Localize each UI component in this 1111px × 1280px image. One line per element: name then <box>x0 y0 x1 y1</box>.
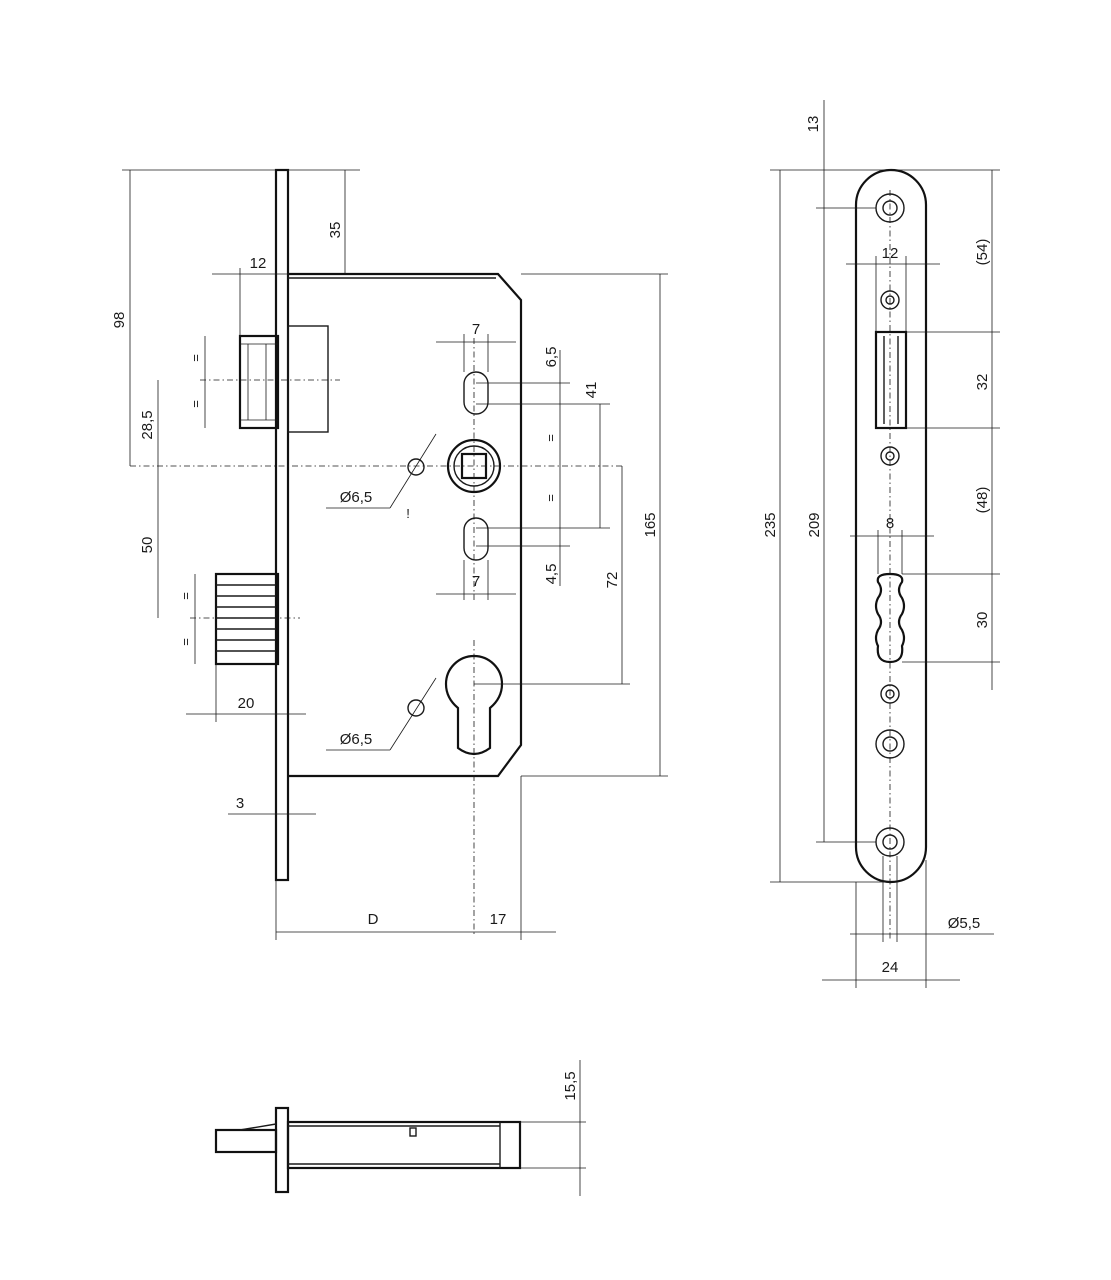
equal-mark-latch-top: = <box>188 354 203 362</box>
dim-235: 235 <box>762 512 779 537</box>
slot-top <box>463 371 489 415</box>
slot-bottom <box>463 517 489 561</box>
dim-7-bottom: 7 <box>472 573 480 590</box>
dim-13: 13 <box>805 116 822 133</box>
dim-28-5: 28,5 <box>139 410 156 439</box>
dim-backset-d: D <box>368 911 379 928</box>
dim-6-5: 6,5 <box>543 347 560 368</box>
top-latch <box>214 1128 278 1154</box>
top-view: 15,5 <box>214 1060 586 1196</box>
hole-top <box>407 458 425 476</box>
faceplate-dimensions: 13 235 209 12 (54) 32 (48) 30 8 Ø5 <box>762 100 1000 988</box>
deadbolt <box>214 572 280 666</box>
equal-mark-bolt-top: = <box>178 592 193 600</box>
front-view <box>130 168 624 935</box>
top-case <box>286 1120 522 1170</box>
top-faceplate <box>274 1106 290 1194</box>
lock-case <box>288 272 523 778</box>
dim-15-5: 15,5 <box>562 1071 579 1100</box>
dim-41: 41 <box>583 382 600 399</box>
front-faceplate <box>274 168 290 882</box>
dim-48: (48) <box>974 487 991 514</box>
dim-30: 30 <box>974 612 991 629</box>
note-mark: ! <box>406 506 410 521</box>
dim-98: 98 <box>111 312 128 329</box>
dim-hole-bottom: Ø6,5 <box>340 731 373 748</box>
dim-24: 24 <box>882 959 899 976</box>
dim-165: 165 <box>642 512 659 537</box>
equal-mark-latch-bottom: = <box>188 400 203 408</box>
hole-bottom <box>407 699 425 717</box>
dim-17: 17 <box>490 911 507 928</box>
dim-screw-5-5: Ø5,5 <box>948 915 981 932</box>
dim-20: 20 <box>238 695 255 712</box>
front-dimensions: 35 12 98 28,5 = = 50 = = 20 3 165 <box>111 169 668 940</box>
dim-32: 32 <box>974 374 991 391</box>
dim-35: 35 <box>327 222 344 239</box>
dim-12: 12 <box>250 255 267 272</box>
dim-hole-top: Ø6,5 <box>340 489 373 506</box>
dim-54: (54) <box>974 239 991 266</box>
equal-mark-slot-bottom: = <box>543 494 558 502</box>
dim-72: 72 <box>604 572 621 589</box>
cylinder-cutout <box>444 654 504 756</box>
equal-mark-slot-top: = <box>543 434 558 442</box>
latch-window <box>874 330 908 430</box>
dim-7-top: 7 <box>472 321 480 338</box>
dim-3: 3 <box>236 795 244 812</box>
faceplate-view <box>854 168 928 940</box>
dim-8: 8 <box>886 515 894 532</box>
deadbolt-window <box>874 572 906 664</box>
dim-209: 209 <box>806 512 823 537</box>
dim-4-5: 4,5 <box>543 564 560 585</box>
dim-50: 50 <box>139 537 156 554</box>
dim-faceplate-12: 12 <box>882 245 899 262</box>
equal-mark-bolt-bottom: = <box>178 638 193 646</box>
latch-bolt <box>238 325 329 433</box>
